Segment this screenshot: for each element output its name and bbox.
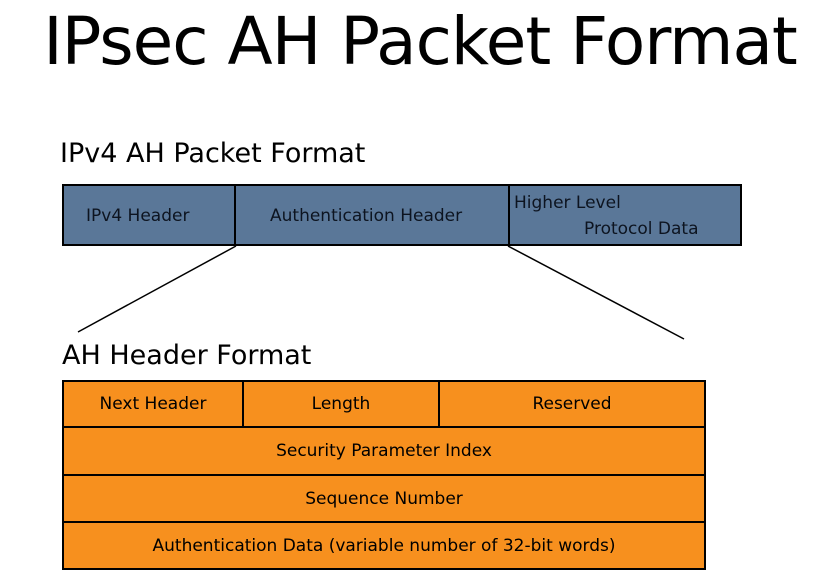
authentication-header-label: Authentication Header (270, 206, 463, 226)
expansion-line-right (507, 245, 685, 340)
reserved-field: Reserved (440, 382, 704, 426)
ah-section-label: AH Header Format (62, 340, 312, 371)
ipv4-packet-diagram: IPv4 Header Authentication Header Higher… (62, 184, 742, 246)
authentication-data-row: Authentication Data (variable number of … (64, 523, 704, 568)
sequence-number-row: Sequence Number (64, 476, 704, 523)
sequence-number-label: Sequence Number (305, 488, 463, 509)
spi-row: Security Parameter Index (64, 428, 704, 476)
page-title: IPsec AH Packet Format (43, 3, 798, 80)
authentication-data-label: Authentication Data (variable number of … (152, 535, 616, 556)
length-label: Length (311, 394, 371, 414)
reserved-label: Reserved (532, 394, 612, 414)
ah-header-row: Next Header Length Reserved (64, 382, 704, 428)
ipv4-header-cell: IPv4 Header (64, 186, 236, 244)
ipv4-header-label: IPv4 Header (86, 206, 190, 226)
higher-level-data-cell: Higher Level Protocol Data (510, 186, 742, 244)
length-field: Length (244, 382, 440, 426)
ipv4-section-label: IPv4 AH Packet Format (60, 138, 366, 169)
authentication-header-cell: Authentication Header (236, 186, 510, 244)
next-header-label: Next Header (99, 394, 207, 414)
spi-label: Security Parameter Index (276, 441, 492, 461)
higher-level-label: Higher Level (514, 193, 621, 213)
next-header-field: Next Header (64, 382, 244, 426)
expansion-line-left (77, 245, 237, 333)
ah-header-diagram: Next Header Length Reserved Security Par… (62, 380, 706, 570)
protocol-data-label: Protocol Data (584, 219, 699, 239)
